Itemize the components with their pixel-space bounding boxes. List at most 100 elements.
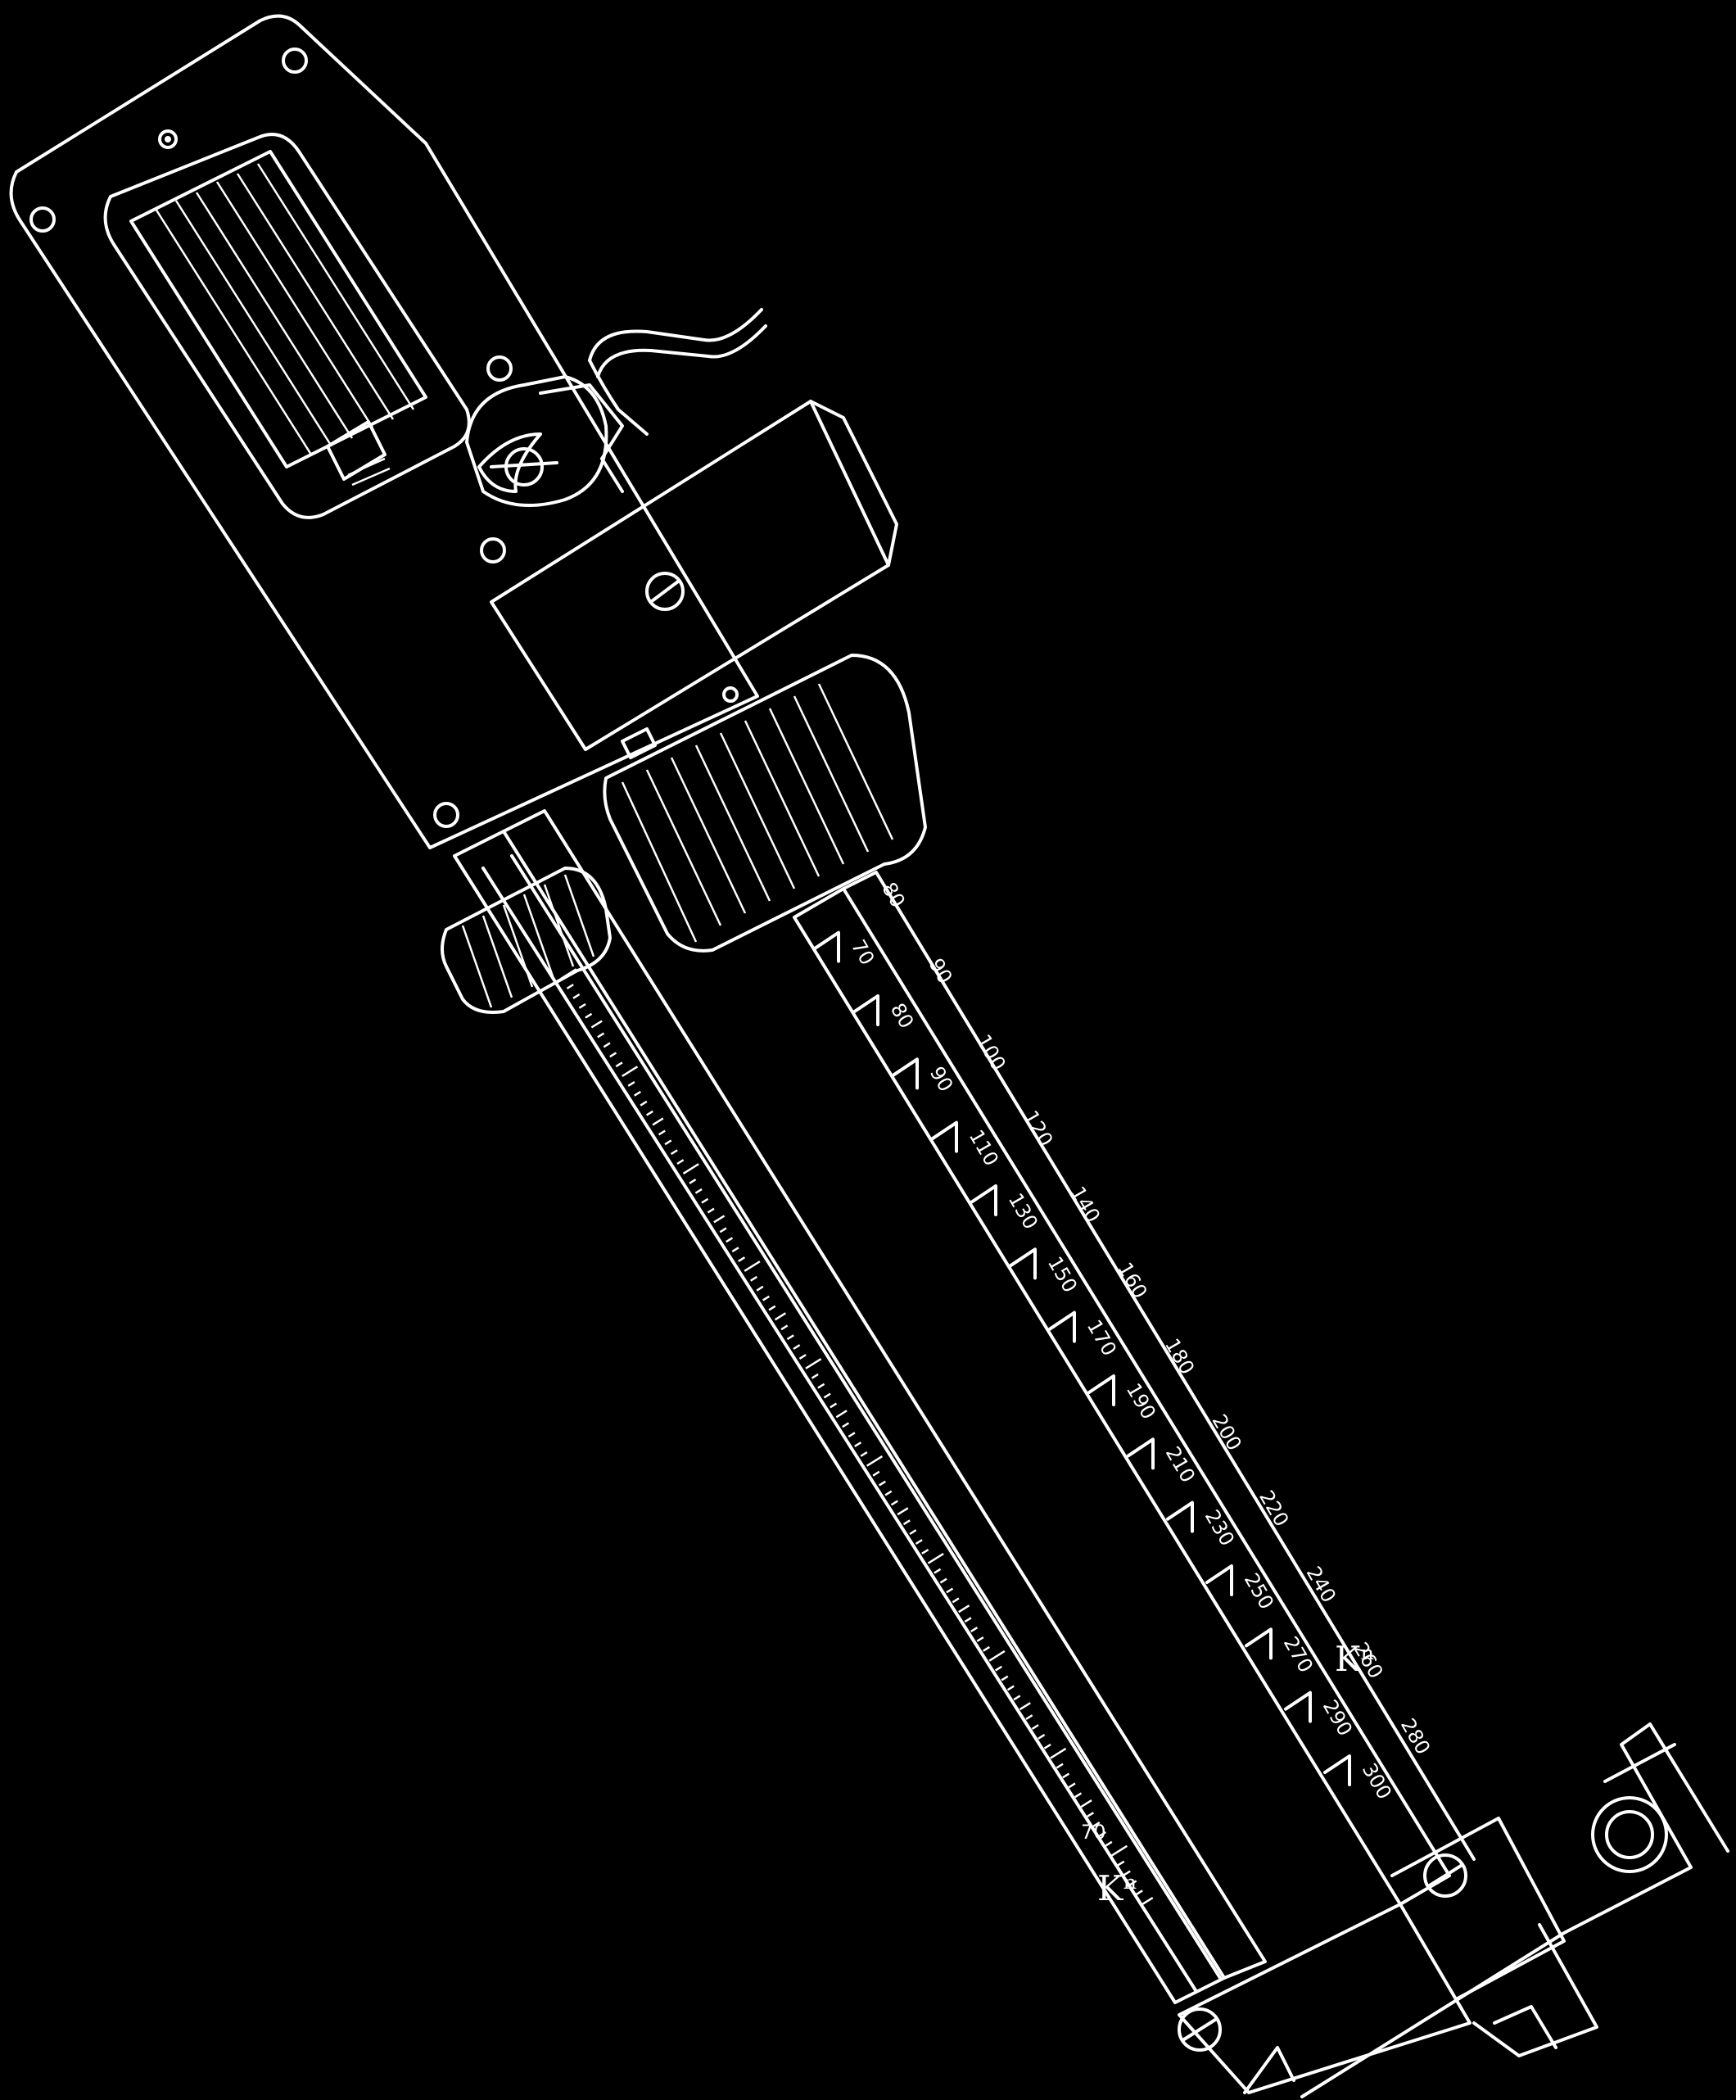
- left-scale-tick: [645, 1110, 653, 1116]
- left-scale-tick: [890, 1500, 898, 1506]
- left-scale-tick: [872, 1470, 880, 1477]
- left-scale-tick: [1025, 1714, 1033, 1721]
- left-scale-tick: [1068, 1782, 1076, 1789]
- motor-housing: [103, 129, 471, 519]
- mounting-hole-5: [433, 802, 459, 828]
- mounting-hole-1: [29, 206, 56, 233]
- left-scale-tick: [842, 1422, 850, 1428]
- left-scale-tick: [964, 1617, 972, 1623]
- right-scale-label-bottom: 150: [1043, 1252, 1082, 1297]
- right-scale-tick: [1205, 1564, 1233, 1596]
- mounting-hole-2: [282, 48, 308, 74]
- right-thread-cylinder: [603, 654, 927, 953]
- left-scale-tick: [1001, 1675, 1009, 1681]
- mounting-hole-4: [480, 537, 506, 563]
- right-scale-label-top: 120: [1019, 1107, 1057, 1151]
- left-scale-tick: [939, 1577, 947, 1584]
- left-scale-tick: [1110, 1844, 1128, 1857]
- left-scale-tick: [823, 1392, 831, 1399]
- right-scale-label-bottom: 130: [1004, 1189, 1042, 1233]
- right-scale-tick: [1127, 1437, 1155, 1470]
- left-scale-tick: [983, 1645, 990, 1652]
- left-scale-tick: [835, 1410, 848, 1419]
- left-scale-tick: [1099, 1831, 1106, 1837]
- left-scale-tick: [958, 1604, 970, 1613]
- right-scale-label-bottom: 190: [1122, 1379, 1160, 1423]
- left-scale-tick: [676, 1159, 685, 1165]
- left-scale-tick: [713, 1215, 726, 1224]
- left-scale-tick: [1080, 1799, 1092, 1808]
- left-scale-tick: [622, 1066, 639, 1078]
- right-scale-label-bottom: 300: [1358, 1759, 1396, 1804]
- left-scale-tick: [1062, 1772, 1070, 1779]
- left-scale-tick: [934, 1568, 942, 1574]
- left-scale-tick: [652, 1117, 664, 1126]
- mounting-plate: [9, 14, 759, 849]
- left-scale-tick: [701, 1197, 709, 1204]
- right-scale-bar: [793, 871, 1476, 1906]
- left-scale-tick: [878, 1480, 886, 1487]
- mounting-hole-3: [486, 355, 513, 382]
- right-scale-label-bottom: 290: [1318, 1696, 1357, 1740]
- right-scale-tick: [812, 930, 840, 963]
- eye-cam-mechanism: [465, 375, 624, 508]
- left-scale-tick: [738, 1256, 746, 1263]
- left-scale-tick: [970, 1627, 979, 1633]
- left-scale-tick: [817, 1383, 825, 1389]
- left-scale-tick: [1031, 1724, 1039, 1730]
- left-scale-tick: [1142, 1896, 1154, 1906]
- left-scale-tick: [627, 1081, 635, 1087]
- left-scale-tick: [590, 1020, 603, 1029]
- bottom-bracket: [1178, 1817, 1598, 2094]
- right-scale-tick: [1087, 1374, 1115, 1406]
- right-scale-tick: [1048, 1310, 1076, 1343]
- right-scale-label-bottom: 230: [1200, 1506, 1239, 1550]
- right-scale-tick: [970, 1184, 997, 1216]
- left-scale-tick: [578, 1002, 586, 1009]
- left-scale-tick: [884, 1490, 893, 1496]
- left-scale-tick: [768, 1305, 776, 1311]
- left-scale-tick: [1056, 1763, 1064, 1769]
- left-scale-mark: Kⁿ: [1097, 1868, 1138, 1908]
- right-scale-tick: [1284, 1690, 1312, 1723]
- right-scale-label-bottom: 110: [965, 1126, 1003, 1170]
- left-scale-tick: [1129, 1880, 1137, 1886]
- left-scale-tick: [1050, 1747, 1067, 1759]
- left-scale-tick: [946, 1587, 954, 1594]
- left-scale-tick: [994, 1665, 1002, 1672]
- left-scale-tick: [927, 1552, 944, 1564]
- left-scale-tick: [670, 1149, 678, 1156]
- left-scale-tick: [560, 968, 577, 980]
- right-scale-label-top: 160: [1113, 1259, 1151, 1303]
- right-scale-tick: [891, 1057, 919, 1090]
- right-scale-label-top: 280: [1396, 1714, 1435, 1758]
- left-scale-tick: [694, 1188, 703, 1194]
- left-scale-tick: [811, 1373, 819, 1379]
- left-scale-tick: [860, 1451, 868, 1457]
- left-scale-tick: [719, 1227, 727, 1233]
- left-scale-tick: [1006, 1685, 1015, 1691]
- left-scale-tick: [988, 1650, 1006, 1662]
- left-scale-tick: [1123, 1870, 1131, 1876]
- left-scale-tick: [1074, 1792, 1083, 1799]
- left-scale-tick: [774, 1312, 786, 1321]
- left-scale-tick: [744, 1260, 761, 1272]
- left-scale-tick: [566, 984, 574, 989]
- left-scale-tick: [902, 1519, 911, 1526]
- left-scale-tick: [793, 1344, 801, 1351]
- right-scale-tick: [1245, 1627, 1273, 1660]
- left-scale-ticks: [560, 968, 1154, 1906]
- left-scale-tick: [603, 1042, 611, 1048]
- left-scale-tick: [1087, 1812, 1095, 1818]
- right-scale-tick: [930, 1120, 958, 1153]
- right-scale-tick: [852, 994, 879, 1026]
- left-scale-tick: [750, 1275, 757, 1282]
- left-scale-tick: [1135, 1890, 1143, 1896]
- left-scale-tick: [658, 1129, 666, 1136]
- left-scale-value: 70: [1081, 1821, 1106, 1844]
- right-scale-label-top: 180: [1160, 1334, 1199, 1378]
- left-scale-tick: [915, 1539, 923, 1545]
- left-scale-tick: [1019, 1702, 1031, 1711]
- left-scale-tick: [597, 1032, 605, 1039]
